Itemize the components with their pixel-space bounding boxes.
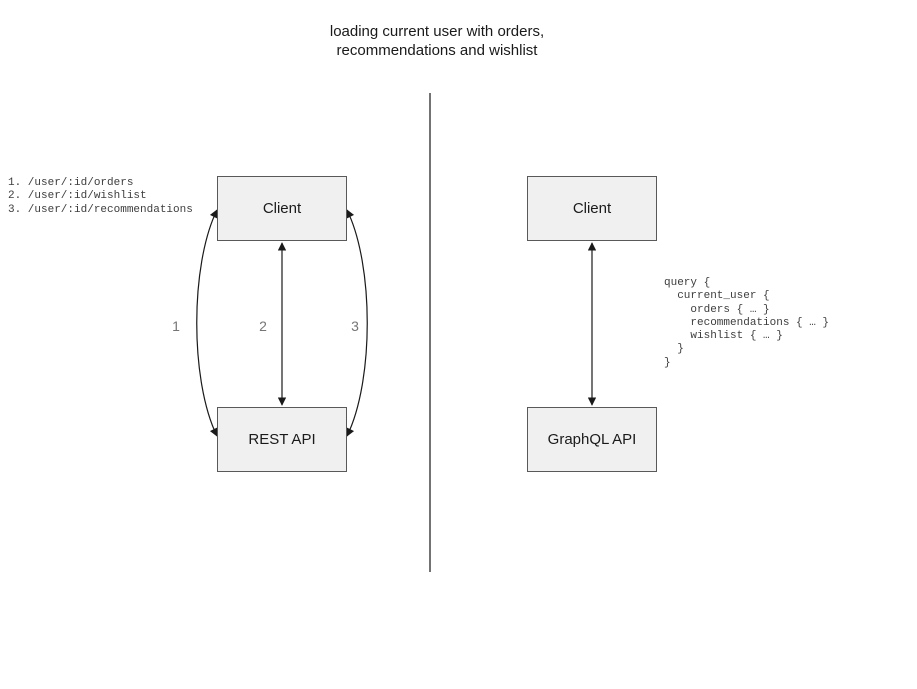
title-line-2: recommendations and wishlist <box>336 42 538 59</box>
graphql-api-label: GraphQL API <box>547 431 637 448</box>
divider-line <box>429 93 431 572</box>
graphql-client-box: Client <box>527 176 657 241</box>
arrow-label-1: 1 <box>172 318 180 334</box>
page-title: loading current user with orders, recomm… <box>330 22 544 60</box>
rest-arrow-1-curve <box>196 209 218 437</box>
rest-endpoints-list: 1. /user/:id/orders 2. /user/:id/wishlis… <box>8 177 193 216</box>
rest-api-label: REST API <box>248 431 316 448</box>
graphql-client-label: Client <box>572 200 612 217</box>
graphql-api-box: GraphQL API <box>527 407 657 472</box>
rest-client-box: Client <box>217 176 347 241</box>
rest-api-box: REST API <box>217 407 347 472</box>
graphql-query-code: query { current_user { orders { … } reco… <box>664 277 830 369</box>
title-line-1: loading current user with orders, <box>329 23 545 40</box>
arrow-label-2: 2 <box>259 318 267 334</box>
arrow-label-3: 3 <box>351 318 359 334</box>
rest-client-label: Client <box>262 200 302 217</box>
